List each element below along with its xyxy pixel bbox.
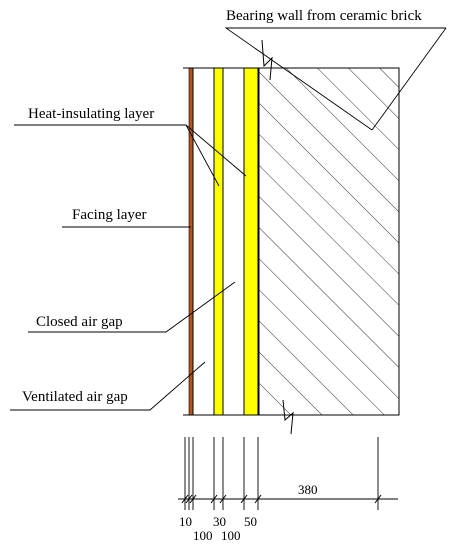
label-bearing-wall: Bearing wall from ceramic brick [226,8,422,24]
break-line-bottom [282,399,294,435]
dimension-extension-lines [184,437,379,510]
label-closed-gap: Closed air gap [36,314,123,330]
bearing-wall [258,67,400,416]
insulation-layer-2 [243,67,259,416]
insulation-layer-1 [213,67,224,416]
dim-10: 10 [179,514,192,529]
facing-layer [188,67,194,416]
break-line-top [261,39,273,81]
label-facing: Facing layer [72,207,147,223]
dim-100-b: 100 [221,528,241,543]
dimension-ticks [181,494,382,504]
dim-100-a: 100 [193,528,213,543]
dim-30: 30 [213,514,226,529]
dim-50: 50 [244,514,257,529]
leader-bearing-wall [224,27,446,131]
dim-380: 380 [298,482,318,497]
label-ventilated-gap: Ventilated air gap [22,389,128,405]
label-heat-insulating: Heat-insulating layer [28,106,154,122]
